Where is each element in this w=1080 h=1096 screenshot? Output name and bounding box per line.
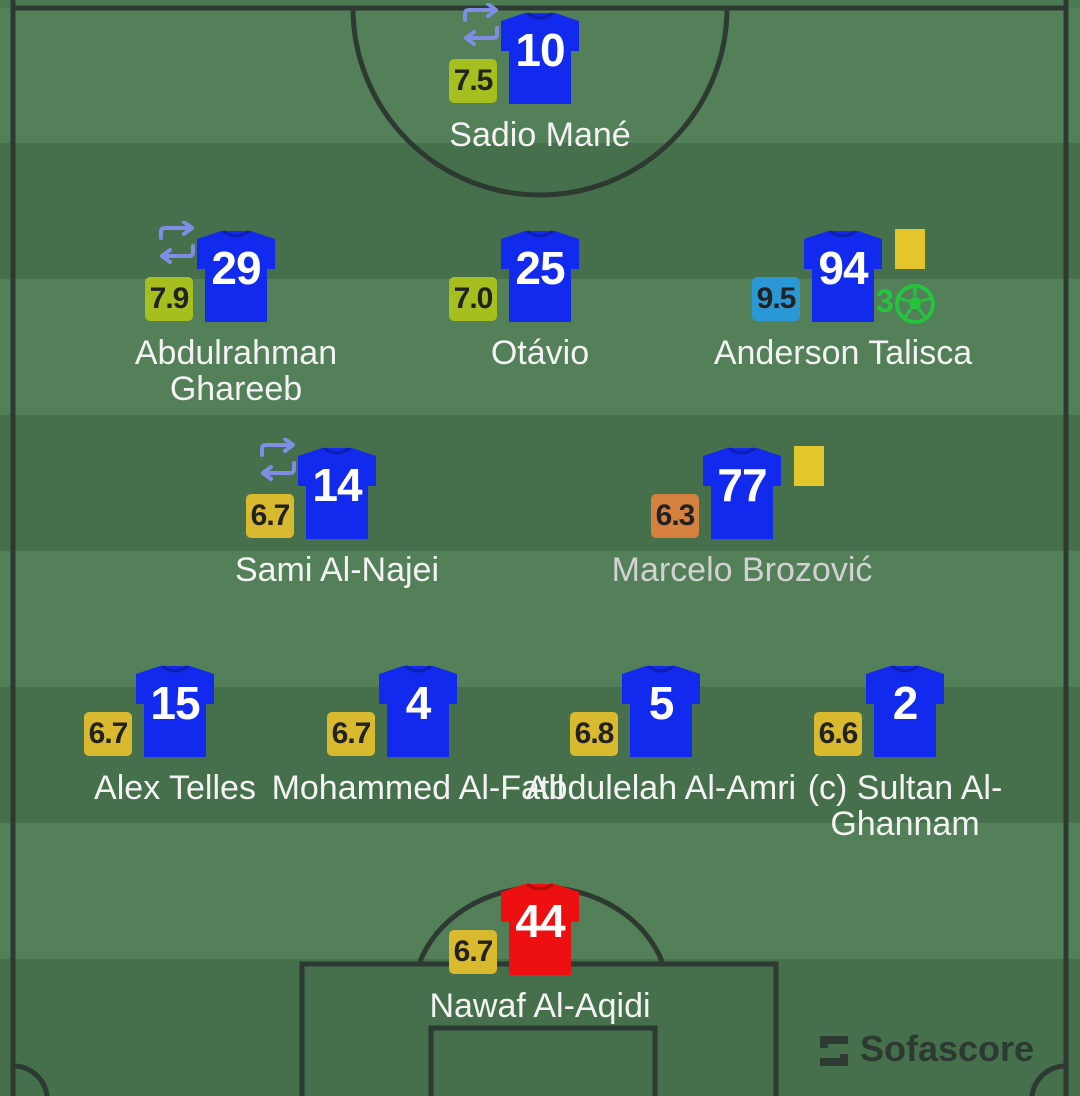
substitution-icon bbox=[258, 437, 298, 482]
player-name: Otávio bbox=[490, 334, 590, 372]
player-name: Abdulelah Al-Amri bbox=[525, 769, 797, 807]
jersey-icon: 44 bbox=[499, 882, 581, 977]
brand-name: Sofascore bbox=[860, 1028, 1035, 1069]
goal-count: 3 bbox=[876, 283, 894, 319]
rating-badge: 9.5 bbox=[752, 277, 800, 321]
substitution-icon bbox=[157, 220, 197, 265]
player-name: Sami Al-Najei bbox=[234, 551, 440, 589]
rating-badge: 7.5 bbox=[449, 59, 497, 103]
pitch-stripe bbox=[0, 551, 1080, 687]
player-card-ghannam[interactable]: 2 6.6 (c) Sultan Al-Ghannam bbox=[755, 656, 1055, 856]
rating-badge: 6.7 bbox=[84, 712, 132, 756]
rating-badge: 7.0 bbox=[449, 277, 497, 321]
sofascore-brand: Sofascore bbox=[816, 1028, 1034, 1070]
shirt-number: 4 bbox=[405, 677, 432, 729]
jersey-icon: 5 bbox=[620, 664, 702, 759]
jersey-icon: 2 bbox=[864, 664, 946, 759]
player-name: Nawaf Al-Aqidi bbox=[429, 987, 651, 1025]
shirt-number: 2 bbox=[892, 677, 919, 729]
jersey-icon: 4 bbox=[377, 664, 459, 759]
player-name: Sadio Mané bbox=[449, 116, 631, 154]
shirt-number: 94 bbox=[818, 242, 868, 294]
yellow-card-icon bbox=[895, 229, 925, 269]
substitution-icon bbox=[461, 2, 501, 47]
rating-badge: 6.3 bbox=[651, 494, 699, 538]
jersey-icon: 10 bbox=[499, 11, 581, 106]
jersey-icon: 25 bbox=[499, 229, 581, 324]
jersey-icon: 29 bbox=[195, 229, 277, 324]
player-name: Alex Telles bbox=[94, 769, 256, 807]
corner-arc-left bbox=[12, 1063, 50, 1096]
rating-badge: 6.7 bbox=[449, 930, 497, 974]
rating-badge: 6.7 bbox=[327, 712, 375, 756]
jersey-icon: 94 bbox=[802, 229, 884, 324]
rating-badge: 6.6 bbox=[814, 712, 862, 756]
shirt-number: 77 bbox=[717, 459, 767, 511]
shirt-number: 15 bbox=[150, 677, 200, 729]
player-name: Abdulrahman Ghareeb bbox=[134, 334, 338, 408]
rating-badge: 7.9 bbox=[145, 277, 193, 321]
player-name: (c) Sultan Al-Ghannam bbox=[807, 769, 1003, 843]
pitch-stripe bbox=[0, 415, 1080, 551]
jersey-icon: 77 bbox=[701, 446, 783, 541]
jersey-icon: 14 bbox=[296, 446, 378, 541]
sofascore-logo-icon bbox=[816, 1034, 852, 1068]
football-icon bbox=[894, 283, 936, 324]
shirt-number: 5 bbox=[648, 677, 675, 729]
rating-badge: 6.7 bbox=[246, 494, 294, 538]
shirt-number: 10 bbox=[515, 24, 565, 76]
player-name: Mohammed Al-Fatil bbox=[271, 769, 565, 807]
goal-area bbox=[428, 1025, 658, 1096]
center-circle bbox=[350, 7, 730, 198]
player-name: Anderson Talisca bbox=[713, 334, 973, 372]
corner-arc-right bbox=[1029, 1063, 1067, 1096]
shirt-number: 29 bbox=[211, 242, 261, 294]
shirt-number: 44 bbox=[515, 895, 565, 947]
shirt-number: 25 bbox=[515, 242, 565, 294]
rating-badge: 6.8 bbox=[570, 712, 618, 756]
jersey-icon: 15 bbox=[134, 664, 216, 759]
goals-indicator: 3 bbox=[876, 279, 936, 324]
yellow-card-icon bbox=[794, 446, 824, 486]
player-name: Marcelo Brozović bbox=[611, 551, 873, 589]
shirt-number: 14 bbox=[312, 459, 362, 511]
